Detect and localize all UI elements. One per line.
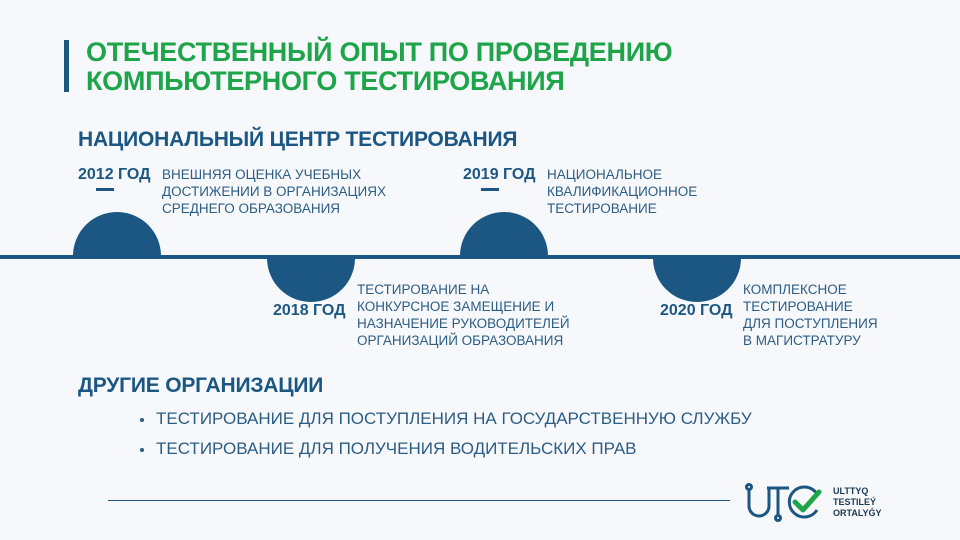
bullet-item: ТЕСТИРОВАНИЕ ДЛЯ ПОСТУПЛЕНИЯ НА ГОСУДАРС… — [140, 409, 752, 429]
timeline-marker-2020 — [653, 258, 741, 302]
footer-divider — [108, 500, 730, 501]
bullet-text: ТЕСТИРОВАНИЕ ДЛЯ ПОСТУПЛЕНИЯ НА ГОСУДАРС… — [156, 409, 752, 428]
timeline-line — [0, 255, 960, 259]
desc-line: квалификационное — [547, 184, 698, 199]
year-dash — [481, 188, 499, 191]
logo-text: ULTTYQ TESTILEÝ ORTALYǴY — [833, 486, 882, 519]
desc-line: тестирование — [547, 201, 657, 216]
desc-line: Комплексное — [743, 282, 847, 297]
logo-line: TESTILEÝ — [833, 497, 877, 507]
desc-line: тестирование — [743, 299, 853, 314]
year-dash — [678, 290, 696, 293]
desc-line: Национальное — [547, 167, 662, 182]
bullet-icon — [140, 447, 144, 452]
section-heading-ntc: НАЦИОНАЛЬНЫЙ ЦЕНТР ТЕСТИРОВАНИЯ — [78, 128, 518, 151]
title-line-2: КОМПЬЮТЕРНОГО ТЕСТИРОВАНИЯ — [86, 66, 565, 96]
year-dash — [96, 188, 114, 191]
desc-line: в магистратуру — [743, 333, 861, 348]
year-2012: 2012 ГОД — [78, 166, 151, 183]
timeline-marker-2012 — [73, 212, 161, 256]
timeline-desc-2019: Национальное квалификационное тестирован… — [547, 166, 697, 217]
desc-line: назначение руководителей — [357, 316, 570, 331]
timeline-desc-2020: Комплексное тестирование для поступления… — [743, 281, 878, 349]
desc-line: для поступления — [743, 316, 878, 331]
timeline-desc-2018: Тестирование на конкурсное замещение и н… — [357, 281, 570, 349]
title-line-1: ОТЕЧЕСТВЕННЫЙ ОПЫТ ПО ПРОВЕДЕНИЮ — [86, 37, 673, 67]
title-accent-bar — [64, 40, 69, 92]
year-2020: 2020 ГОД — [660, 302, 733, 319]
logo-icon — [745, 483, 822, 522]
timeline-marker-2019 — [460, 212, 548, 256]
desc-line: Внешняя оценка учебных — [162, 167, 362, 182]
bullet-text: ТЕСТИРОВАНИЕ ДЛЯ ПОЛУЧЕНИЯ ВОДИТЕЛЬСКИХ … — [156, 439, 637, 458]
desc-line: Тестирование на — [357, 282, 490, 297]
desc-line: конкурсное замещение и — [357, 299, 555, 314]
timeline-desc-2012: Внешняя оценка учебных достижении в орга… — [162, 166, 386, 217]
year-dash — [291, 290, 309, 293]
logo-line: ORTALYǴY — [833, 508, 882, 518]
year-2018: 2018 ГОД — [273, 302, 346, 319]
desc-line: организаций образования — [357, 333, 564, 348]
year-2019: 2019 ГОД — [463, 166, 536, 183]
bullet-item: ТЕСТИРОВАНИЕ ДЛЯ ПОЛУЧЕНИЯ ВОДИТЕЛЬСКИХ … — [140, 439, 637, 459]
desc-line: среднего образования — [162, 201, 341, 216]
timeline-marker-2018 — [267, 258, 355, 302]
logo-line: ULTTYQ — [833, 486, 869, 496]
page-title: ОТЕЧЕСТВЕННЫЙ ОПЫТ ПО ПРОВЕДЕНИЮ КОМПЬЮТ… — [86, 37, 673, 96]
section-heading-other: ДРУГИЕ ОРГАНИЗАЦИИ — [78, 374, 324, 397]
desc-line: достижении в организациях — [162, 184, 386, 199]
bullet-icon — [140, 417, 144, 422]
